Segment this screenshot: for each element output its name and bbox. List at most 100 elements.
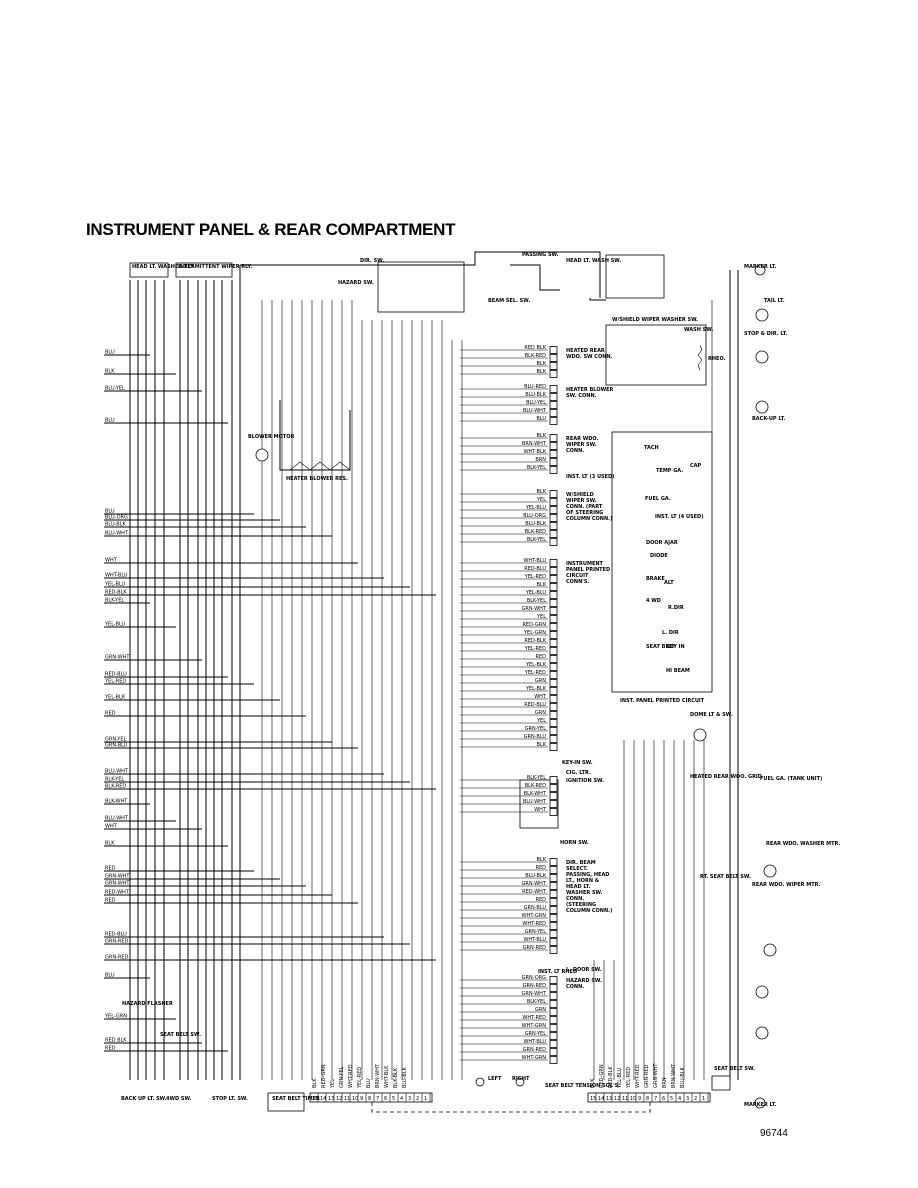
bottom-right-pin-1: 1 bbox=[702, 1096, 705, 1102]
wire-label-blublk: BLU-BLK bbox=[105, 522, 126, 528]
connector-label-line: CONN. bbox=[566, 896, 584, 902]
bottom-left-wire-label: YEL-RED bbox=[357, 1067, 363, 1089]
seat-belt-right-label: SEAT BELT SW. bbox=[714, 1066, 755, 1072]
connector-wire-label: WHT-GRN bbox=[522, 1023, 547, 1029]
bottom-right-pin-7: 7 bbox=[654, 1096, 657, 1102]
connector-wire-label: BLU-BLK bbox=[525, 521, 546, 527]
connector-pin bbox=[549, 808, 558, 816]
bottom-left-pin-6: 6 bbox=[384, 1096, 387, 1102]
connector-pin bbox=[549, 385, 558, 393]
4wd-sw-label: 4WD SW. bbox=[166, 1096, 192, 1102]
bottom-left-pin-9: 9 bbox=[360, 1096, 363, 1102]
bottom-right-wire-label: RED-BLK bbox=[608, 1066, 614, 1088]
bottom-right-wire-label: BLK bbox=[590, 1078, 596, 1088]
connector-pin bbox=[549, 591, 558, 599]
connector-pin bbox=[549, 409, 558, 417]
connector-pin bbox=[549, 458, 558, 466]
connector-label-line: CIRCUIT bbox=[566, 573, 589, 579]
connector-pin bbox=[549, 930, 558, 938]
connector-wire-label: BLK-WHT bbox=[524, 791, 547, 797]
connector-wire-label: YEL bbox=[536, 718, 546, 724]
bottom-left-pin-10: 10 bbox=[352, 1096, 358, 1102]
connector-wire-label: YEL-RED bbox=[524, 646, 546, 652]
dir-sw-label: DIR. SW. bbox=[360, 258, 384, 264]
connector-wire-label: GRN-BLU bbox=[524, 905, 547, 911]
connector-pin bbox=[549, 538, 558, 546]
4wd-label: 4 WD bbox=[646, 598, 661, 604]
key-in-label: KEY IN bbox=[666, 644, 685, 650]
connector-wire-label: BLK bbox=[537, 433, 547, 439]
head-lt-washer-rly-label: HEAD LT. WASHER RLY. bbox=[132, 264, 195, 270]
connector-wshield-wiper-conn: BLKYELYEL-BLUBLU-ORGBLU-BLKBLK-REDBLK-YE… bbox=[460, 489, 612, 546]
tach-label: TACH bbox=[644, 445, 659, 451]
connector-label-line: OF STEERING bbox=[566, 510, 603, 516]
bottom-left-wire-label: YEL bbox=[330, 1079, 336, 1089]
connector-wire-label: BLU-BLK bbox=[525, 392, 546, 398]
connector-wire-label: RED-WHT bbox=[522, 889, 547, 895]
dome-lt-sw-label: DOME LT & SW. bbox=[690, 712, 733, 718]
connector-pin bbox=[549, 992, 558, 1000]
bottom-right-pin-9: 9 bbox=[638, 1096, 641, 1102]
connector-wire-label: YEL-BLU bbox=[525, 590, 547, 596]
connector-pin bbox=[549, 450, 558, 458]
bottom-right-pin-6: 6 bbox=[662, 1096, 665, 1102]
bottom-left-pin-11: 11 bbox=[344, 1096, 350, 1102]
bottom-left-wire-label: BRN-WHT bbox=[375, 1063, 381, 1088]
connector-pin bbox=[549, 490, 558, 498]
bottom-left-wire-label: BLU-BLK bbox=[402, 1067, 408, 1088]
connector-pin bbox=[549, 401, 558, 409]
connector-label-line: PANEL PRINTED bbox=[566, 567, 610, 573]
inst-lt-4-label: INST. LT (4 USED) bbox=[655, 514, 703, 520]
connector-wire-label: YEL bbox=[536, 614, 546, 620]
wire-label-blu-4: BLU bbox=[105, 973, 115, 979]
connector-label-line: IGNITION SW. bbox=[566, 778, 604, 784]
wire-label-bluwht-1: BLU-WHT bbox=[105, 531, 129, 537]
connector-wire-label: BLK bbox=[537, 857, 547, 863]
bottom-left-pin-15: 15 bbox=[312, 1096, 318, 1102]
wire-label-grnblu: GRN-BLU bbox=[105, 743, 128, 749]
connector-label-line: HEAD LT. bbox=[566, 884, 590, 890]
inst-lt-rheo-label: INST. LT RHEO bbox=[538, 969, 577, 975]
connector-pin bbox=[549, 442, 558, 450]
connector-pin bbox=[549, 575, 558, 583]
bottom-left-wire-label: BLK-BLK bbox=[393, 1067, 399, 1088]
connector-wire-label: YEL-GRN bbox=[523, 630, 546, 636]
wire-label-wht-2: WHT bbox=[105, 824, 118, 830]
connector-pin bbox=[549, 631, 558, 639]
wire-label-red-4: RED bbox=[105, 1046, 116, 1052]
seat-belt-timer-label: SEAT BELT TIMER bbox=[272, 1096, 320, 1102]
bottom-right-pin-3: 3 bbox=[686, 1096, 689, 1102]
connector-wire-label: WHT bbox=[534, 694, 547, 700]
connector-label-line: CONN. bbox=[566, 984, 584, 990]
bottom-left-pin-8: 8 bbox=[368, 1096, 371, 1102]
connector-label-line: LT., HORN & bbox=[566, 878, 600, 884]
connector-wire-label: GRN-RED bbox=[523, 1047, 547, 1053]
connector-wire-label: RED-BLU bbox=[524, 702, 546, 708]
heated-rear-wdo-grid-label: HEATED REAR WDO. GRID bbox=[690, 774, 762, 780]
connector-label-line: WASHER SW. bbox=[566, 890, 603, 896]
component-labels: HEAD LT. WASHER RLY. INTERMITTENT WIPER … bbox=[121, 252, 840, 1108]
dir-sw-box bbox=[377, 261, 465, 313]
connector-pin bbox=[549, 703, 558, 711]
connector-wire-label: GRN-RED bbox=[523, 945, 547, 951]
connector-pin bbox=[549, 858, 558, 866]
back-up-lt-label: BACK-UP LT. bbox=[752, 416, 785, 422]
head-lt-wash-sw-label: HEAD LT. WASH SW. bbox=[566, 258, 621, 264]
bottom-right-wire-label: GRN-WHT bbox=[653, 1063, 659, 1088]
wash-box-top bbox=[605, 254, 665, 299]
wire-label-redblk: RED-BLK bbox=[105, 590, 127, 596]
connector-wire-label: YEL-BLK bbox=[525, 662, 547, 668]
connector-pin bbox=[549, 906, 558, 914]
hazard-flasher-label: HAZARD FLASHER bbox=[122, 1001, 173, 1007]
wire-label-yelblu-1: YEL-BLU bbox=[104, 582, 126, 588]
connector-wire-label: RED bbox=[536, 654, 547, 660]
wire-label-wht-1: WHT bbox=[105, 558, 118, 564]
bottom-right-pin-2: 2 bbox=[694, 1096, 697, 1102]
connector-label-line: HEATED REAR bbox=[566, 348, 605, 354]
fuel-ga-unit-label: FUEL GA. (TANK UNIT) bbox=[760, 776, 822, 782]
connector-pin bbox=[549, 522, 558, 530]
figure-number: 96744 bbox=[760, 1128, 788, 1139]
bottom-left-wire-label: BLU bbox=[366, 1078, 372, 1088]
wire-label-redblk-2: RED BLK bbox=[105, 1038, 127, 1044]
